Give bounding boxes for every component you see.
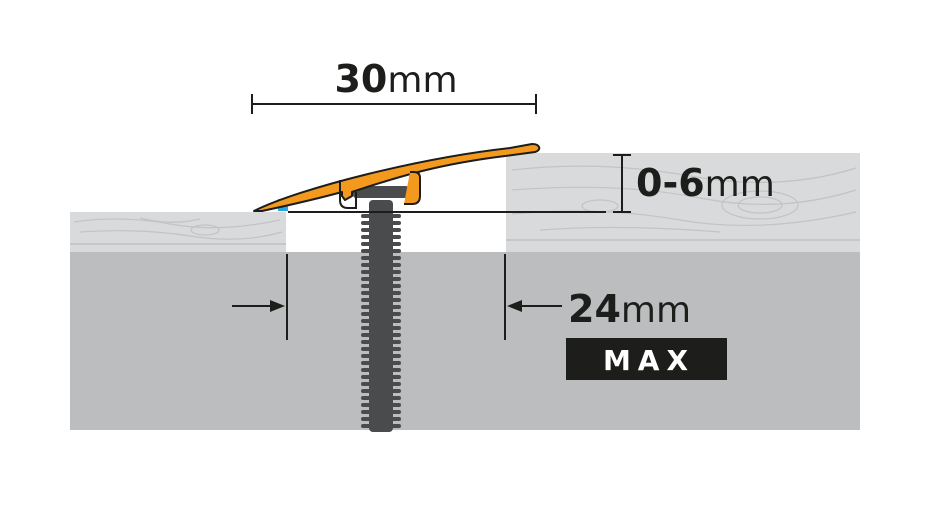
- max-badge: [566, 338, 727, 380]
- subfloor: [70, 252, 860, 430]
- screw-thread: [361, 368, 401, 372]
- gap-label: 24mm: [568, 287, 691, 331]
- left-floorboard: [70, 212, 286, 252]
- screw-thread: [361, 270, 401, 274]
- screw-thread: [361, 354, 401, 358]
- screw-thread: [361, 298, 401, 302]
- screw-thread: [361, 361, 401, 365]
- height-label: 0-6mm: [636, 161, 775, 205]
- height-dimension: [613, 154, 631, 213]
- screw-thread: [361, 312, 401, 316]
- screw-thread: [361, 389, 401, 393]
- screw-thread: [361, 249, 401, 253]
- screw-thread: [361, 284, 401, 288]
- screw-thread: [361, 221, 401, 225]
- screw-thread: [361, 382, 401, 386]
- screw-thread: [361, 235, 401, 239]
- screw-thread: [361, 403, 401, 407]
- right-floorboard: [506, 153, 860, 252]
- screw-thread: [361, 256, 401, 260]
- screw-icon: [353, 186, 409, 432]
- screw-thread: [361, 319, 401, 323]
- screw-thread: [361, 347, 401, 351]
- screw-thread: [361, 228, 401, 232]
- max-label: MAX: [603, 344, 695, 377]
- transition-profile-icon: [253, 143, 541, 212]
- screw-thread: [361, 375, 401, 379]
- screw-thread: [361, 305, 401, 309]
- width-label: 30mm: [334, 57, 457, 101]
- width-dimension: [251, 94, 537, 114]
- screw-thread: [361, 214, 401, 218]
- screw-thread: [361, 242, 401, 246]
- screw-thread: [361, 326, 401, 330]
- screw-thread: [361, 417, 401, 421]
- screw-thread: [361, 333, 401, 337]
- screw-thread: [361, 410, 401, 414]
- screw-thread: [361, 340, 401, 344]
- screw-thread: [361, 291, 401, 295]
- dimension-arrow-icon: [232, 300, 562, 312]
- screw-thread: [361, 277, 401, 281]
- screw-thread: [361, 424, 401, 428]
- screw-thread: [361, 396, 401, 400]
- screw-thread: [361, 263, 401, 267]
